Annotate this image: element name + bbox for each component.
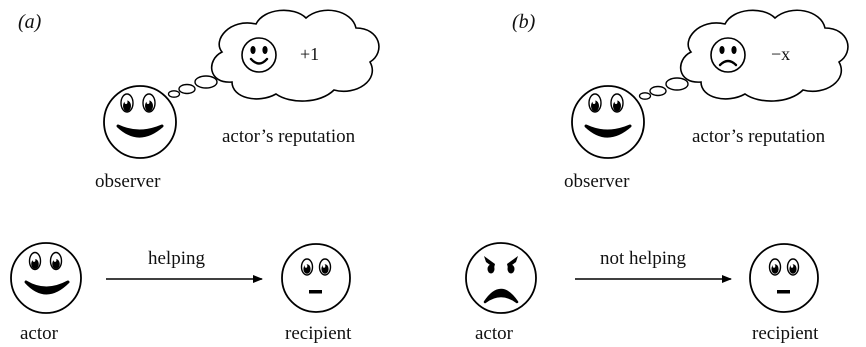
actor-label: actor	[475, 323, 513, 344]
action-label: not helping	[600, 248, 687, 269]
observer-label: observer	[95, 171, 161, 192]
reputation-delta: −x	[771, 44, 791, 64]
recipient-label: recipient	[752, 323, 819, 344]
thought-bubbles	[638, 77, 689, 100]
reputation-happy-icon	[241, 37, 277, 73]
panel-b: (b) −x actor’s reputation observer not h…	[433, 0, 866, 347]
thought-bubbles	[167, 75, 218, 98]
actor-label: actor	[20, 323, 58, 344]
thought-cloud	[679, 9, 849, 102]
recipient-face-icon	[281, 243, 351, 313]
panel-label: (a)	[18, 11, 42, 33]
recipient-face-icon	[749, 243, 819, 313]
thought-label: actor’s reputation	[692, 126, 826, 147]
panel-a-drawing	[10, 9, 380, 314]
observer-face-icon	[571, 85, 645, 159]
observer-face-icon	[103, 85, 177, 159]
panel-label: (b)	[512, 11, 536, 33]
actor-angry-face-icon	[465, 242, 537, 314]
observer-label: observer	[564, 171, 630, 192]
reputation-delta: +1	[300, 44, 320, 64]
action-label: helping	[148, 248, 205, 269]
thought-label: actor’s reputation	[222, 126, 356, 147]
actor-happy-face-icon	[10, 242, 82, 314]
recipient-label: recipient	[285, 323, 352, 344]
reputation-sad-icon	[710, 37, 746, 73]
panel-b-drawing	[465, 9, 849, 314]
panel-a: (a) +1 actor’s reputation observer helpi…	[10, 9, 380, 344]
thought-cloud	[210, 9, 380, 102]
